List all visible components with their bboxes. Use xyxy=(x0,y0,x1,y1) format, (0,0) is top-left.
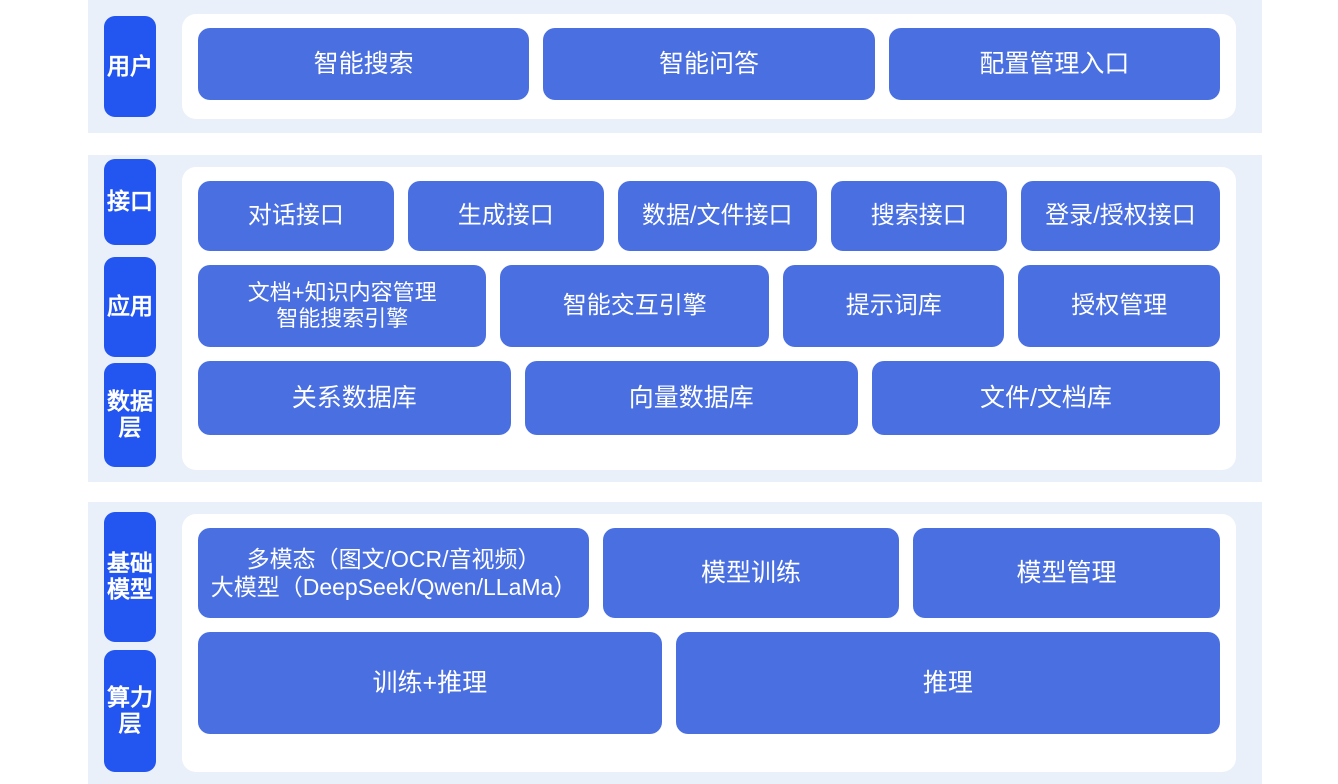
tier-label-app: 应用 xyxy=(104,257,156,357)
tier-label-api: 接口 xyxy=(104,159,156,245)
data-row: 关系数据库 向量数据库 文件/文档库 xyxy=(198,361,1220,435)
tier-bottom-band: 基础模型 算力层 多模态（图文/OCR/音视频） 大模型（DeepSeek/Qw… xyxy=(88,502,1262,784)
box-training-plus-inference[interactable]: 训练+推理 xyxy=(198,632,662,734)
box-generation-api[interactable]: 生成接口 xyxy=(407,181,604,251)
tier-user-rail: 用户 xyxy=(88,0,168,133)
user-row: 智能搜索 智能问答 配置管理入口 xyxy=(198,28,1220,100)
box-doc-knowledge-content-management[interactable]: 文档+知识内容管理 智能搜索引擎 xyxy=(198,265,487,347)
api-row: 对话接口 生成接口 数据/文件接口 搜索接口 登录/授权接口 xyxy=(198,181,1220,251)
compute-row: 训练+推理 推理 xyxy=(198,632,1220,734)
box-multimodal-large-model[interactable]: 多模态（图文/OCR/音视频） 大模型（DeepSeek/Qwen/LLaMa） xyxy=(198,528,590,618)
box-smart-interaction-engine[interactable]: 智能交互引擎 xyxy=(500,265,770,347)
tier-user-band: 用户 智能搜索 智能问答 配置管理入口 xyxy=(88,0,1262,133)
box-model-management[interactable]: 模型管理 xyxy=(912,528,1220,618)
app-row: 文档+知识内容管理 智能搜索引擎 智能交互引擎 提示词库 授权管理 xyxy=(198,265,1220,347)
box-file-document-store[interactable]: 文件/文档库 xyxy=(871,361,1220,435)
box-smart-search[interactable]: 智能搜索 xyxy=(198,28,530,100)
box-data-file-api[interactable]: 数据/文件接口 xyxy=(617,181,817,251)
tier-label-data: 数据层 xyxy=(104,363,156,467)
box-authorization-management[interactable]: 授权管理 xyxy=(1018,265,1220,347)
box-dialog-api[interactable]: 对话接口 xyxy=(198,181,394,251)
tier-bottom-rail: 基础模型 算力层 xyxy=(88,502,168,784)
tier-middle-card: 对话接口 生成接口 数据/文件接口 搜索接口 登录/授权接口 文档+知识内容管理… xyxy=(182,167,1236,470)
box-search-api[interactable]: 搜索接口 xyxy=(830,181,1007,251)
box-model-training[interactable]: 模型训练 xyxy=(603,528,899,618)
tier-label-user: 用户 xyxy=(104,16,156,117)
tier-label-foundation-model: 基础模型 xyxy=(104,512,156,642)
model-row: 多模态（图文/OCR/音视频） 大模型（DeepSeek/Qwen/LLaMa）… xyxy=(198,528,1220,618)
tier-label-compute: 算力层 xyxy=(104,650,156,772)
tier-bottom-card: 多模态（图文/OCR/音视频） 大模型（DeepSeek/Qwen/LLaMa）… xyxy=(182,514,1236,772)
box-login-auth-api[interactable]: 登录/授权接口 xyxy=(1020,181,1220,251)
tier-middle-band: 接口 应用 数据层 对话接口 生成接口 数据/文件接口 搜索接口 登录/授权接口… xyxy=(88,155,1262,482)
box-vector-database[interactable]: 向量数据库 xyxy=(524,361,858,435)
tier-user-card: 智能搜索 智能问答 配置管理入口 xyxy=(182,14,1236,119)
box-smart-qa[interactable]: 智能问答 xyxy=(543,28,875,100)
box-relational-database[interactable]: 关系数据库 xyxy=(198,361,511,435)
box-config-management-entry[interactable]: 配置管理入口 xyxy=(888,28,1220,100)
box-inference[interactable]: 推理 xyxy=(675,632,1220,734)
box-prompt-library[interactable]: 提示词库 xyxy=(783,265,1005,347)
tier-middle-rail: 接口 应用 数据层 xyxy=(88,155,168,482)
